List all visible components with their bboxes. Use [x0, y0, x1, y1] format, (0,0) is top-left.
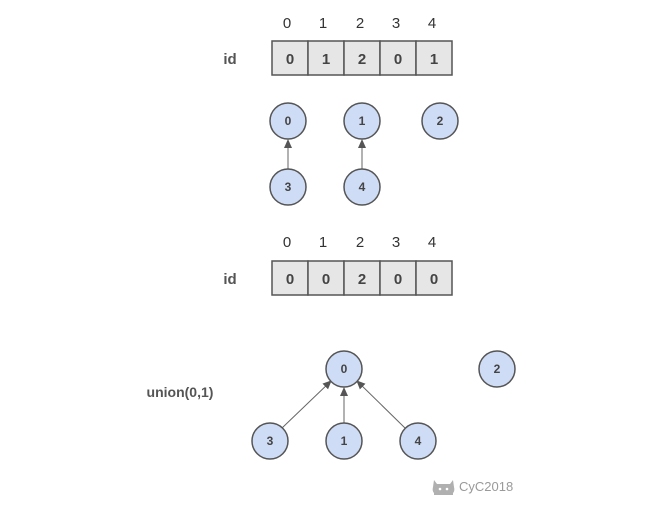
cell-value: 2 — [358, 271, 366, 288]
cell-value: 1 — [430, 51, 438, 68]
index-label: 4 — [428, 234, 436, 251]
cell-value: 1 — [322, 51, 330, 68]
array-label: id — [223, 51, 236, 68]
index-label: 1 — [319, 234, 327, 251]
node-label: 4 — [415, 434, 422, 448]
node-label: 2 — [437, 114, 444, 128]
array-label: id — [223, 271, 236, 288]
cell-value: 0 — [394, 271, 402, 288]
watermark: CyC2018 — [432, 479, 513, 495]
tree-node: 1 — [343, 102, 381, 140]
index-label: 3 — [392, 234, 400, 251]
array-cell: 1 — [307, 40, 345, 76]
github-cat-icon — [432, 480, 455, 495]
tree-node: 4 — [399, 422, 437, 460]
array-cell: 2 — [343, 40, 381, 76]
index-label: 0 — [283, 15, 291, 32]
array-cell: 0 — [379, 260, 417, 296]
index-label: 2 — [356, 15, 364, 32]
tree-node: 4 — [343, 168, 381, 206]
node-label: 1 — [359, 114, 366, 128]
array-cell: 0 — [271, 40, 309, 76]
array-cell: 0 — [307, 260, 345, 296]
watermark-text: CyC2018 — [459, 479, 513, 494]
tree-node: 3 — [269, 168, 307, 206]
cell-value: 2 — [358, 51, 366, 68]
tree-node: 1 — [325, 422, 363, 460]
cell-value: 0 — [394, 51, 402, 68]
cell-value: 0 — [430, 271, 438, 288]
cell-value: 0 — [286, 51, 294, 68]
array-cell: 0 — [271, 260, 309, 296]
index-label: 3 — [392, 15, 400, 32]
operation-label: union(0,1) — [147, 384, 214, 400]
edge-4-to-0 — [356, 380, 406, 429]
node-label: 3 — [267, 434, 274, 448]
node-label: 1 — [341, 434, 348, 448]
id-array: 0 1 2 0 1 — [271, 40, 453, 76]
node-label: 0 — [341, 362, 348, 376]
edge-3-to-0 — [281, 380, 332, 429]
cell-value: 0 — [286, 271, 294, 288]
node-label: 2 — [494, 362, 501, 376]
tree-node: 3 — [251, 422, 289, 460]
array-cell: 2 — [343, 260, 381, 296]
tree-node: 2 — [478, 350, 516, 388]
panel-before: 0 1 2 3 4 id 0 1 2 0 — [223, 15, 459, 206]
array-cell: 1 — [415, 40, 453, 76]
tree-node: 0 — [269, 102, 307, 140]
tree-node: 0 — [325, 350, 363, 388]
id-array: 0 0 2 0 0 — [271, 260, 453, 296]
node-label: 0 — [285, 114, 292, 128]
node-label: 4 — [359, 180, 366, 194]
index-row: 0 1 2 3 4 — [283, 234, 436, 251]
index-label: 1 — [319, 15, 327, 32]
index-label: 4 — [428, 15, 436, 32]
array-cell: 0 — [379, 40, 417, 76]
array-cell: 0 — [415, 260, 453, 296]
index-label: 2 — [356, 234, 364, 251]
tree-node: 2 — [421, 102, 459, 140]
index-row: 0 1 2 3 4 — [283, 15, 436, 32]
cell-value: 0 — [322, 271, 330, 288]
node-label: 3 — [285, 180, 292, 194]
panel-after: 0 1 2 3 4 id 0 0 2 0 — [147, 234, 516, 460]
index-label: 0 — [283, 234, 291, 251]
